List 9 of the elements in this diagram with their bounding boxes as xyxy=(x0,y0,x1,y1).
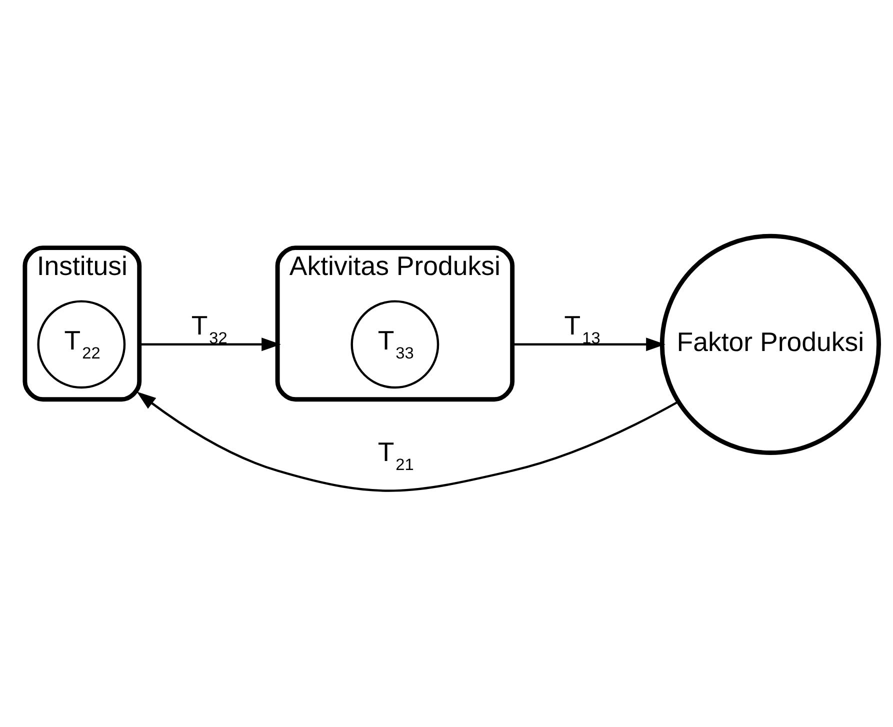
edge-label: T$_{21}$ xyxy=(378,436,414,474)
edge-label: T$_{13}$ xyxy=(564,310,600,348)
arrow xyxy=(512,338,666,352)
arrow xyxy=(139,338,281,352)
node-circle: T$_{22}$ xyxy=(37,300,126,389)
node-circle: T$_{33}$ xyxy=(350,300,440,389)
node-circle: Faktor Produksi xyxy=(660,234,881,455)
arrow xyxy=(136,392,679,492)
edge-label: T$_{32}$ xyxy=(191,310,228,348)
